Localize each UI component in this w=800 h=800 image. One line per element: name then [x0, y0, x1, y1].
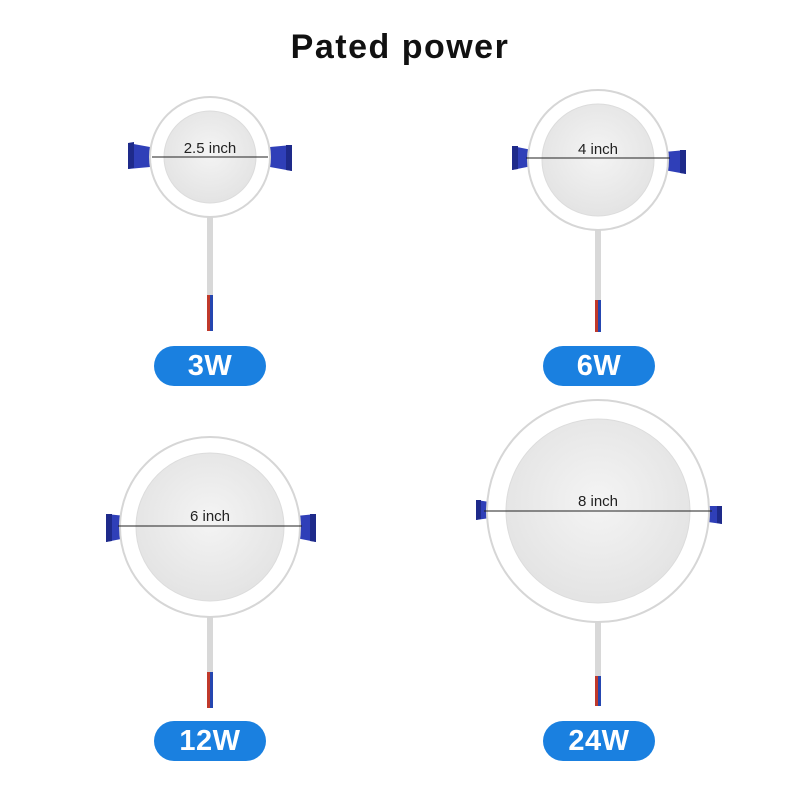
- size-label: 6 inch: [190, 508, 230, 525]
- wire-red: [595, 300, 598, 332]
- spring-clip-right: [296, 514, 316, 542]
- spring-clip-right: [270, 145, 292, 171]
- power-badge-12w: 12W: [154, 721, 266, 761]
- downlight-image: 4 inch: [512, 89, 686, 332]
- spring-clip-right: [708, 506, 722, 524]
- wire-blue: [598, 300, 601, 332]
- lens: [135, 452, 285, 602]
- power-badge-6w: 6W: [543, 346, 655, 386]
- spring-clip-left: [512, 146, 532, 170]
- size-label: 4 inch: [578, 141, 618, 158]
- power-badge-24w: 24W: [543, 721, 655, 761]
- wire-blue: [210, 672, 213, 708]
- spring-clip-right: [664, 150, 686, 174]
- downlight-3w: 2.5 inch: [120, 95, 300, 335]
- downlight-12w: 6 inch: [100, 432, 320, 712]
- page-title: Pated power: [290, 28, 510, 66]
- downlight-image: 6 inch: [106, 436, 316, 708]
- downlight-image: 8 inch: [476, 399, 722, 706]
- downlight-6w: 4 inch: [508, 88, 688, 338]
- spring-clip-left: [128, 142, 150, 169]
- wire-red: [207, 295, 210, 331]
- size-label: 2.5 inch: [184, 140, 237, 157]
- wire-blue: [210, 295, 213, 331]
- downlight-image: 2.5 inch: [128, 96, 292, 331]
- wire-red: [595, 676, 598, 706]
- lens: [541, 103, 655, 217]
- wire-blue: [598, 676, 601, 706]
- power-badge-3w: 3W: [154, 346, 266, 386]
- wire-red: [207, 672, 210, 708]
- size-label: 8 inch: [578, 493, 618, 510]
- downlight-24w: 8 inch: [472, 399, 728, 712]
